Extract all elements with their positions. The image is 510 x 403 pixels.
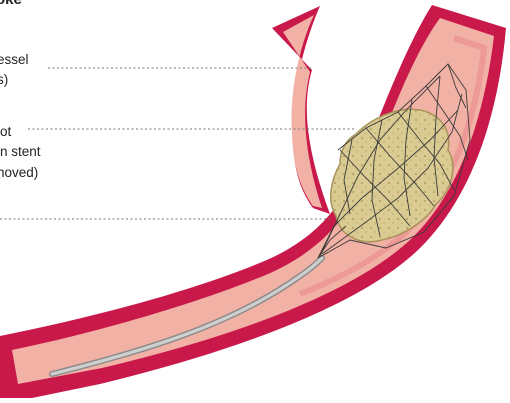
branch-vessel <box>272 6 330 214</box>
clot-label-line1: lot <box>0 122 11 141</box>
vessel-label-line1: essel <box>0 50 29 69</box>
clot-label-line2: in stent <box>0 142 41 161</box>
vessel-label-line2: s) <box>0 70 8 89</box>
diagram-heading: oke <box>0 0 22 8</box>
clot-label-line3: noved) <box>0 163 38 182</box>
